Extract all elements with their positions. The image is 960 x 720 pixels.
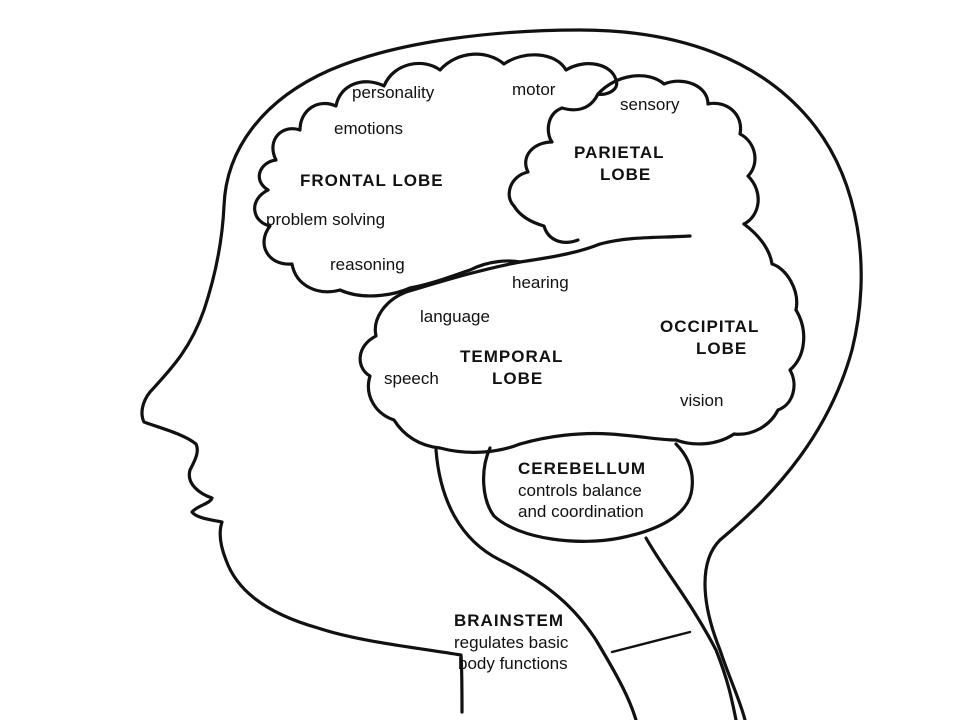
label-occipital-1: OCCIPITAL <box>660 317 759 336</box>
label-temporal-1: TEMPORAL <box>460 347 563 366</box>
label-occipital-2: LOBE <box>696 339 747 358</box>
label-brainstem-desc-2: body functions <box>458 654 568 673</box>
lower-cortex-contour <box>518 431 678 446</box>
label-cerebellum: CEREBELLUM <box>518 459 646 478</box>
label-parietal-2: LOBE <box>600 165 651 184</box>
label-brainstem: BRAINSTEM <box>454 611 564 630</box>
label-temporal-2: LOBE <box>492 369 543 388</box>
brainstem-left-edge <box>434 448 638 720</box>
label-speech: speech <box>384 369 439 388</box>
parietal-lobe-outline <box>507 106 580 244</box>
label-vision: vision <box>680 391 723 410</box>
label-emotions: emotions <box>334 119 403 138</box>
label-sensory: sensory <box>620 95 680 114</box>
parietal-occipital-division <box>742 222 799 312</box>
cerebellum-outline <box>482 442 694 543</box>
brainstem-pointer <box>610 630 692 654</box>
label-cerebellum-desc-2: and coordination <box>518 502 644 521</box>
label-personality: personality <box>352 83 435 102</box>
label-motor: motor <box>512 80 556 99</box>
label-brainstem-desc-1: regulates basic <box>454 633 569 652</box>
label-parietal-1: PARIETAL <box>574 143 664 162</box>
head-outline <box>140 28 863 720</box>
label-hearing: hearing <box>512 273 569 292</box>
label-reasoning: reasoning <box>330 255 405 274</box>
brainstem-right-edge <box>644 536 738 720</box>
label-frontal-lobe: FRONTAL LOBE <box>300 171 444 190</box>
label-problem-solving: problem solving <box>266 210 385 229</box>
label-cerebellum-desc-1: controls balance <box>518 481 642 500</box>
lateral-fissure <box>404 234 692 294</box>
label-language: language <box>420 307 490 326</box>
occipital-lobe-outline <box>674 308 806 446</box>
temporal-lobe-outline <box>358 290 522 454</box>
parietal-upper-contour <box>596 74 760 226</box>
frontal-lower-contour <box>253 188 522 298</box>
frontal-lobe-outline <box>257 52 619 192</box>
